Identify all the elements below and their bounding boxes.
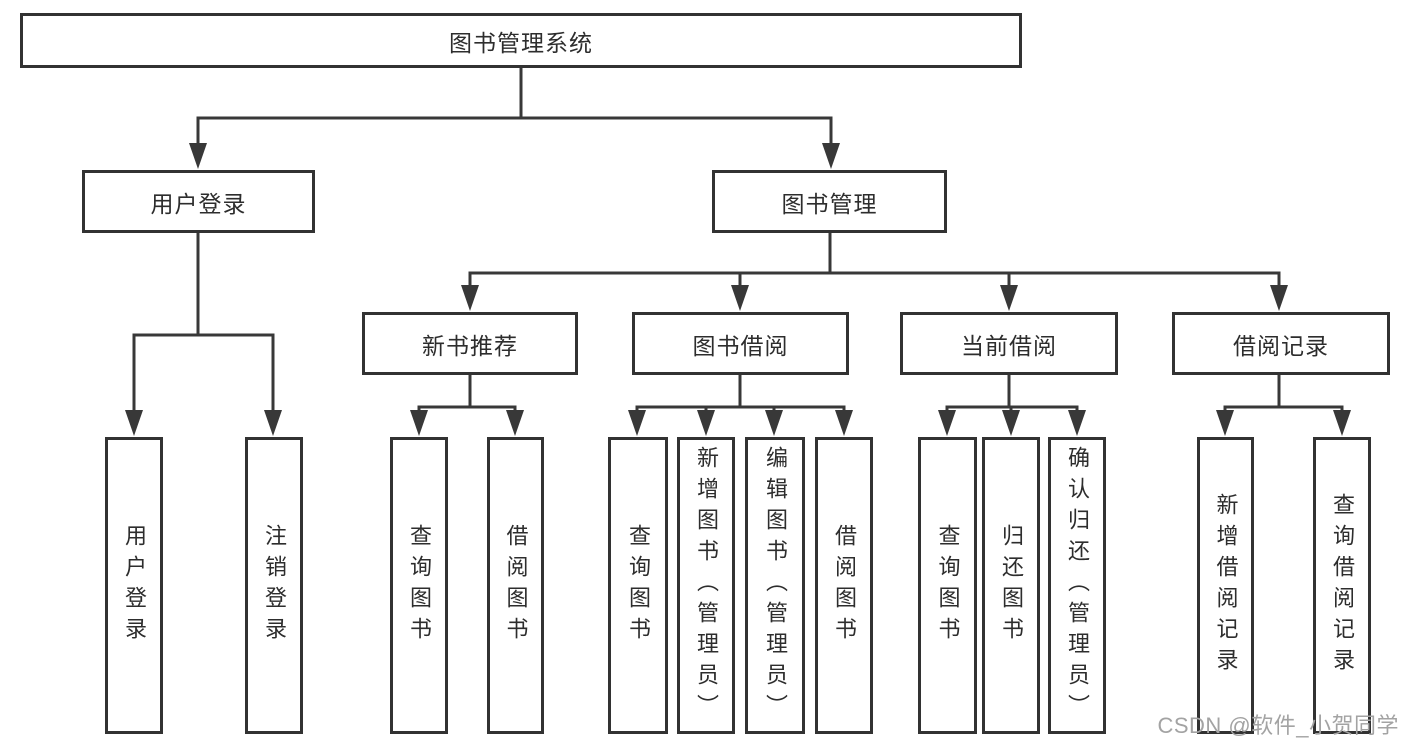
node-label: 查询图书 (407, 523, 432, 648)
node-label: 编辑图书（管理员） (763, 446, 788, 725)
node-book-borrowing: 图书借阅 (632, 312, 849, 375)
node-label: 图书借阅 (692, 332, 789, 359)
node-label: 注销登录 (262, 523, 287, 648)
node-label: 新增图书（管理员） (694, 446, 719, 725)
arrowhead-icon (461, 285, 479, 311)
arrowhead-icon (189, 143, 207, 169)
node-new-book-recommend: 新书推荐 (362, 312, 578, 375)
node-book-management: 图书管理 (712, 170, 947, 233)
arrowhead-icon (822, 143, 840, 169)
arrowhead-icon (410, 410, 428, 436)
node-leaf-borrow-books-2: 借阅图书 (815, 437, 873, 734)
node-label: 当前借阅 (961, 332, 1057, 359)
node-label: 借阅图书 (832, 523, 857, 648)
node-leaf-borrow-books-1: 借阅图书 (487, 437, 544, 734)
node-label: 新增借阅记录 (1213, 492, 1239, 679)
node-leaf-edit-books-admin: 编辑图书（管理员） (745, 437, 805, 734)
arrowhead-icon (1068, 410, 1086, 436)
node-label: 确认归还（管理员） (1065, 446, 1090, 725)
node-borrowing-records: 借阅记录 (1172, 312, 1390, 375)
arrowhead-icon (506, 410, 524, 436)
node-label: 图书管理系统 (449, 29, 593, 56)
node-label: 用户登录 (150, 190, 247, 217)
node-leaf-user-login: 用户登录 (105, 437, 163, 734)
node-user-login: 用户登录 (82, 170, 315, 233)
arrowhead-icon (1002, 410, 1020, 436)
arrowhead-icon (835, 410, 853, 436)
arrowhead-icon (765, 410, 783, 436)
node-leaf-logout: 注销登录 (245, 437, 303, 734)
arrowhead-icon (697, 410, 715, 436)
node-label: 图书管理 (781, 190, 878, 217)
node-leaf-query-borrow-record: 查询借阅记录 (1313, 437, 1371, 734)
node-leaf-add-borrow-record: 新增借阅记录 (1197, 437, 1254, 734)
node-label: 查询图书 (626, 523, 651, 648)
node-leaf-query-books-1: 查询图书 (390, 437, 448, 734)
arrowhead-icon (731, 285, 749, 311)
arrowhead-icon (1270, 285, 1288, 311)
watermark: CSDN @软件_小贺同学 (1157, 713, 1399, 738)
node-label: 用户登录 (122, 523, 147, 648)
node-leaf-query-books-2: 查询图书 (608, 437, 668, 734)
node-label: 查询借阅记录 (1330, 492, 1355, 679)
node-leaf-confirm-return-admin: 确认归还（管理员） (1048, 437, 1106, 734)
node-leaf-return-books: 归还图书 (982, 437, 1040, 734)
arrowhead-icon (1000, 285, 1018, 311)
node-leaf-add-books-admin: 新增图书（管理员） (677, 437, 735, 734)
arrowhead-icon (125, 410, 143, 436)
node-label: 借阅记录 (1233, 332, 1329, 359)
arrowhead-icon (938, 410, 956, 436)
node-leaf-query-books-3: 查询图书 (918, 437, 977, 734)
node-library-management-system: 图书管理系统 (20, 13, 1022, 68)
arrowhead-icon (628, 410, 646, 436)
node-current-borrowing: 当前借阅 (900, 312, 1118, 375)
arrowhead-icon (264, 410, 282, 436)
arrowhead-icon (1333, 410, 1351, 436)
node-label: 新书推荐 (422, 332, 518, 359)
node-label: 查询图书 (935, 523, 961, 648)
node-label: 借阅图书 (503, 523, 529, 648)
node-label: 归还图书 (999, 523, 1024, 648)
arrowhead-icon (1216, 410, 1234, 436)
